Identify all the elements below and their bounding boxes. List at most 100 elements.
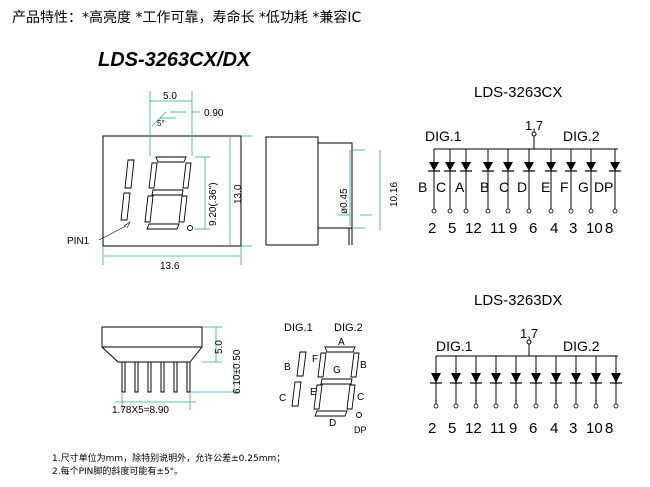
dim-top: 5.0 <box>163 91 177 102</box>
dx-diode <box>510 356 522 409</box>
cx-diode <box>545 149 557 214</box>
dx-pin: 4 <box>550 420 558 437</box>
cx-seg-label: D <box>594 179 604 195</box>
cx-common: 1,7 <box>525 118 543 133</box>
cx-pin: 4 <box>550 220 558 237</box>
front-view: PIN1 5.0 0.90 5° 9.20(.36") 13.0 13.6 <box>67 91 252 272</box>
pin1-leader <box>98 225 127 241</box>
dx-pin: 9 <box>509 420 517 437</box>
cx-seg-label: D <box>517 179 527 195</box>
schematic-cx: LDS-3263CX DIG.1 DIG.2 1,7 B C A B C D E… <box>418 84 621 237</box>
cx-diode <box>565 149 577 214</box>
cx-diode <box>523 149 535 214</box>
seg-label-g: G <box>333 365 341 376</box>
dim-digit-height: 9.20(.36") <box>208 182 219 226</box>
cx-pin: 11 <box>490 220 506 237</box>
dx-pin: 8 <box>605 420 613 437</box>
dim-pitch: 1.78X5=8.90 <box>112 405 169 416</box>
cx-seg-label: A <box>455 179 465 195</box>
seg-label-c: C <box>357 392 364 403</box>
seg-dig1: DIG.1 <box>284 322 313 334</box>
dim-seg-width: 0.90 <box>204 108 224 119</box>
note-2: 2.每个PIN脚的斜度可能有±5°。 <box>52 465 183 477</box>
seg-label-e: E <box>310 387 317 398</box>
cx-seg-label: G <box>578 179 589 195</box>
bottom-pins <box>121 361 191 393</box>
cx-dig1: DIG.1 <box>425 128 462 144</box>
schematic-dx-title: LDS-3263DX <box>474 292 562 309</box>
cx-seg-label: B <box>418 179 427 195</box>
schematic-dx: LDS-3263DX DIG.1 DIG.2 1,7 2 5 12 11 9 6… <box>428 292 622 437</box>
seg-label-c1: C <box>279 393 286 404</box>
side-view: ø0.45 10.16 <box>265 136 400 246</box>
cx-pin: 3 <box>569 220 577 237</box>
seg-label-b: B <box>360 360 367 371</box>
dx-pin: 10 <box>586 420 603 437</box>
cx-seg-label: C <box>436 179 446 195</box>
dx-dig2: DIG.2 <box>563 338 600 354</box>
seg-label-b1: B <box>284 362 291 373</box>
seg-dig2: DIG.2 <box>334 322 363 334</box>
dx-dig1: DIG.1 <box>436 338 473 354</box>
dim-pin-dia: ø0.45 <box>339 188 350 214</box>
cx-pin: 5 <box>448 220 456 237</box>
dx-diode <box>430 356 442 409</box>
segment-map: DIG.1 DIG.2 A B C D E F G B C DP <box>279 322 367 435</box>
dx-pin: 5 <box>448 420 456 437</box>
cx-diode <box>585 149 597 214</box>
cx-diode <box>502 149 514 214</box>
pin1-label: PIN1 <box>67 236 90 247</box>
cx-diode <box>428 149 440 214</box>
cx-seg-label: C <box>499 179 509 195</box>
feature-header: 产品特性：*高亮度 *工作可靠，寿命长 *低功耗 *兼容IC <box>12 9 361 26</box>
schematic-cx-title: LDS-3263CX <box>474 84 562 101</box>
dim-height: 13.0 <box>233 184 244 204</box>
dim-pin-length: 6.10±0.50 <box>232 349 243 394</box>
note-1: 1.尺寸单位为mm，除特别说明外，允许公差±0.25mm； <box>52 452 285 464</box>
cx-pin: 2 <box>428 220 436 237</box>
digit-1-outline <box>120 159 135 221</box>
dim-width: 13.6 <box>160 261 180 272</box>
dx-pin: 3 <box>569 420 577 437</box>
cx-diode <box>444 149 456 214</box>
dx-diode <box>530 356 542 409</box>
cx-diode <box>609 149 621 214</box>
dx-pin: 2 <box>428 420 436 437</box>
dx-diode <box>450 356 462 409</box>
dx-diode <box>550 356 562 409</box>
dx-diode <box>570 356 582 409</box>
cx-pin: 12 <box>465 220 482 237</box>
cx-pin: 10 <box>586 220 603 237</box>
cx-diode <box>460 149 472 214</box>
cx-seg-label: P <box>604 179 613 195</box>
dx-common: 1,7 <box>520 326 538 341</box>
display-body <box>102 135 242 247</box>
seg-label-d: D <box>329 418 336 429</box>
cx-pin: 6 <box>529 220 537 237</box>
digit-2-outline <box>144 156 193 231</box>
bottom-view: 5.0 6.10±0.50 1.78X5=8.90 <box>101 326 243 416</box>
dx-diode <box>610 356 622 409</box>
cx-seg-label: E <box>541 179 550 195</box>
cx-pin: 8 <box>605 220 613 237</box>
dx-diode-array <box>430 356 622 409</box>
dx-pin: 12 <box>465 420 482 437</box>
front-dimensions <box>102 91 252 265</box>
seg-label-f: F <box>312 354 318 365</box>
cx-seg-label: F <box>560 179 569 195</box>
cx-seg-label: B <box>480 179 489 195</box>
seg-label-dp: DP <box>354 425 367 435</box>
model-title: LDS-3263CX/DX <box>98 49 252 71</box>
dx-pin: 6 <box>529 420 537 437</box>
cx-pin: 9 <box>509 220 517 237</box>
cx-diode <box>482 149 494 214</box>
cx-diode-array <box>428 149 621 214</box>
dim-bottom-height: 5.0 <box>214 340 225 354</box>
dim-side-height: 10.16 <box>389 182 400 207</box>
dim-slant: 5° <box>157 119 165 128</box>
dx-diode <box>590 356 602 409</box>
cx-dig2: DIG.2 <box>563 128 600 144</box>
dx-pin: 11 <box>490 420 506 437</box>
